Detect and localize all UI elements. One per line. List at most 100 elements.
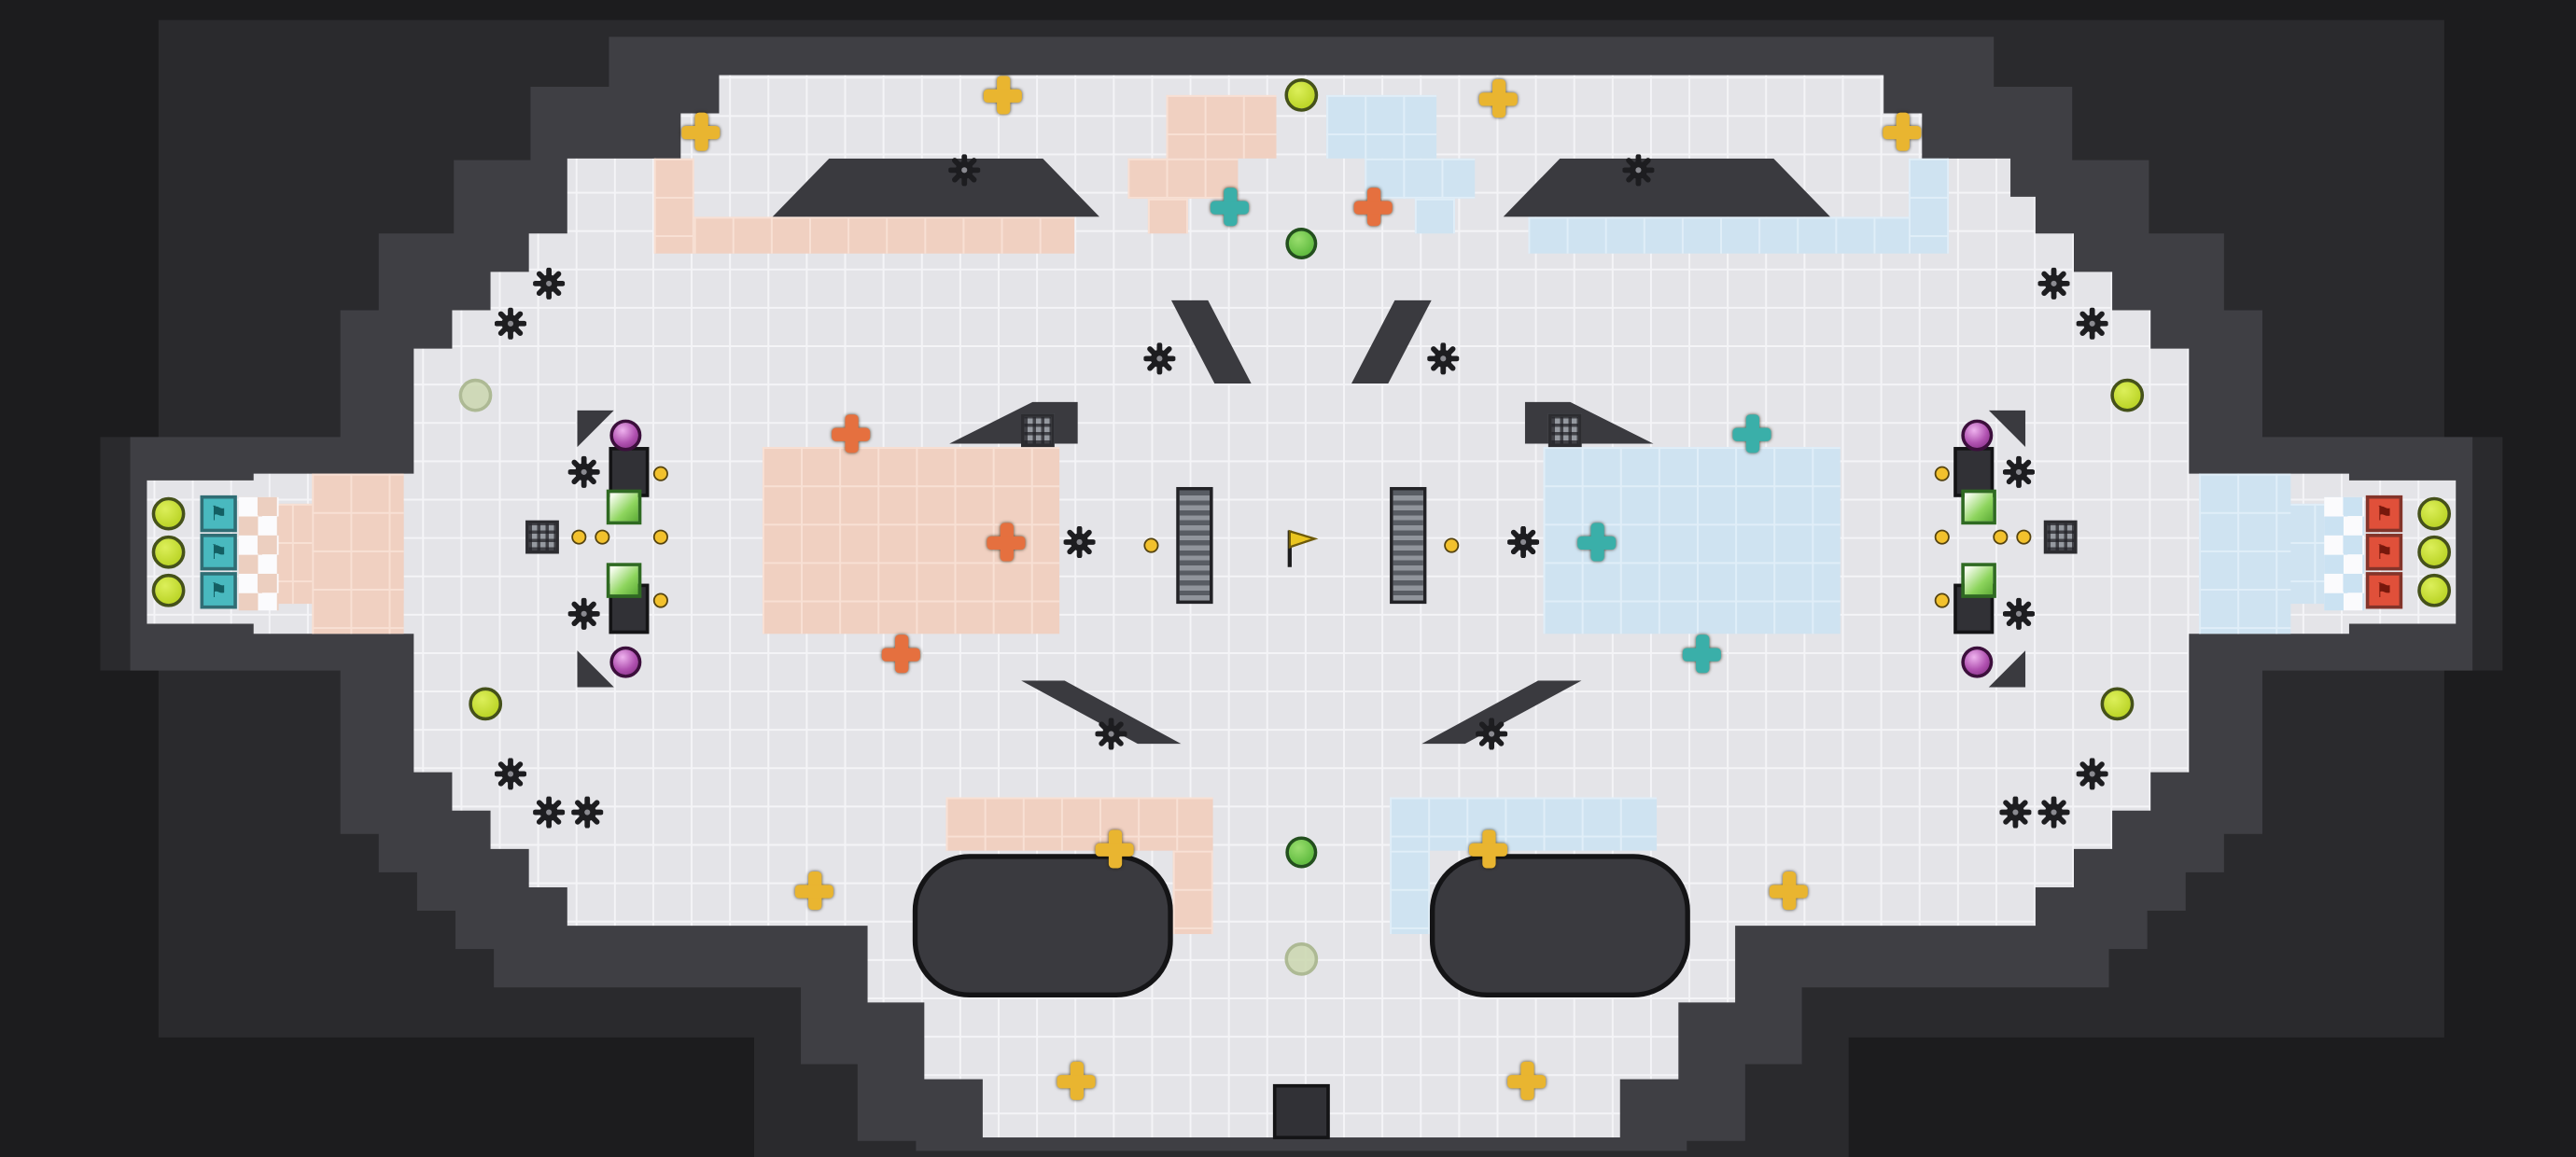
flag-tile-red: ⚑ <box>2365 534 2403 571</box>
blue-endzone-checker <box>2324 496 2365 611</box>
pink-team-zone <box>945 797 1213 851</box>
blue-team-zone <box>1390 797 1658 851</box>
spike-gear-icon <box>1063 525 1096 558</box>
spike-gear-icon <box>2037 267 2070 300</box>
flag-tile-teal: ⚑ <box>200 495 237 533</box>
pellet-dot <box>595 529 610 545</box>
blue-team-zone <box>1365 158 1476 199</box>
powerup-circle-lime <box>151 496 186 531</box>
powerup-circle-lime <box>469 687 503 721</box>
pink-team-zone <box>1166 94 1277 159</box>
boost-pad-yellow-icon <box>1507 1061 1547 1100</box>
flag-glyph: ⚑ <box>209 578 228 603</box>
powerup-orb-icon <box>1961 419 1994 452</box>
boost-pad-orange-icon <box>881 634 920 674</box>
spike-gear-icon <box>1999 796 2032 829</box>
blue-team-zone <box>1326 94 1437 159</box>
powerup-circle-lime <box>1284 78 1319 112</box>
pink-team-zone <box>1127 158 1239 199</box>
spike-gear-icon <box>948 154 981 187</box>
boost-pad-yellow-icon <box>1468 829 1508 869</box>
pink-endzone-checker <box>238 496 279 611</box>
flag-glyph: ⚑ <box>209 502 228 526</box>
pellet-dot <box>1934 529 1950 545</box>
neutral-flag-icon <box>1281 527 1322 570</box>
wall-island <box>912 854 1173 997</box>
boost-pad-yellow-icon <box>1478 78 1518 118</box>
flag-tile-red: ⚑ <box>2365 572 2403 609</box>
blue-team-zone <box>1390 850 1430 935</box>
wall-block <box>609 447 650 497</box>
blue-team-zone <box>2199 473 2291 634</box>
powerup-circle-pale <box>1284 941 1319 976</box>
powerup-circle-lime <box>2417 496 2451 531</box>
pellet-dot <box>1444 537 1460 553</box>
spike-gear-icon <box>533 267 566 300</box>
pellet-dot <box>571 529 587 545</box>
powerup-circle-green <box>1285 836 1318 869</box>
powerup-circle-lime <box>151 573 186 607</box>
pellet-dot <box>1934 466 1950 481</box>
team-gate <box>1176 486 1213 605</box>
powerup-circle-green <box>1285 228 1318 259</box>
boost-pad-orange-icon <box>832 414 871 453</box>
pink-team-zone <box>653 158 694 254</box>
blue-team-zone <box>1909 158 1949 254</box>
flag-glyph: ⚑ <box>2374 578 2394 603</box>
powerup-circle-lime <box>2110 378 2145 412</box>
blue-team-zone <box>1528 216 1910 254</box>
portal-tile <box>1961 489 1996 525</box>
spike-gear-icon <box>2037 796 2070 829</box>
spike-gear-icon <box>2076 758 2108 790</box>
boost-pad-teal-icon <box>1210 188 1250 227</box>
spike-gear-icon <box>571 796 604 829</box>
boost-pad-teal-icon <box>1732 414 1771 453</box>
wall-block <box>1272 1083 1330 1139</box>
wall-block <box>609 583 650 634</box>
spike-gear-icon <box>495 307 526 340</box>
blue-team-zone <box>1414 198 1455 234</box>
pellet-dot <box>1143 537 1159 553</box>
pellet-dot <box>652 529 668 545</box>
spike-gear-icon <box>495 758 526 790</box>
spike-gear-icon <box>567 597 600 630</box>
flag-glyph: ⚑ <box>209 540 228 565</box>
spike-gear-icon <box>2076 307 2108 340</box>
portal-tile <box>606 563 642 598</box>
powerup-circle-lime <box>2417 573 2451 607</box>
spike-gear-icon <box>2003 597 2035 630</box>
spike-gear-icon <box>2003 455 2035 488</box>
portal-tile <box>1961 563 1996 598</box>
pellet-dot <box>1993 529 2009 545</box>
boost-pad-yellow-icon <box>1057 1061 1096 1100</box>
powerup-circle-lime <box>2417 535 2451 569</box>
flag-glyph: ⚑ <box>2374 540 2394 565</box>
wall-block <box>1953 447 1995 497</box>
spike-gear-icon <box>533 796 566 829</box>
team-gate <box>1390 486 1427 605</box>
pink-team-zone <box>1172 850 1213 935</box>
boost-pad-yellow-icon <box>681 112 721 151</box>
boost-pad-orange-icon <box>1353 188 1393 227</box>
flag-glyph: ⚑ <box>2374 502 2394 526</box>
spike-gear-icon <box>567 455 600 488</box>
spike-gear-icon <box>1427 342 1460 375</box>
boost-pad-yellow-icon <box>1883 112 1922 151</box>
grate-tile <box>1021 413 1055 448</box>
powerup-circle-lime <box>151 535 186 569</box>
grate-tile <box>2043 520 2078 554</box>
boost-pad-teal-icon <box>1577 523 1617 562</box>
grate-tile <box>1547 413 1582 448</box>
boost-pad-yellow-icon <box>1095 829 1134 869</box>
spike-gear-icon <box>1476 718 1508 750</box>
powerup-circle-pale <box>458 378 493 412</box>
pink-team-zone <box>312 473 404 634</box>
spike-gear-icon <box>1095 718 1127 750</box>
pellet-dot <box>2016 529 2032 545</box>
pellet-dot <box>652 466 668 481</box>
boost-pad-yellow-icon <box>1769 871 1808 911</box>
flag-tile-red: ⚑ <box>2365 495 2403 533</box>
